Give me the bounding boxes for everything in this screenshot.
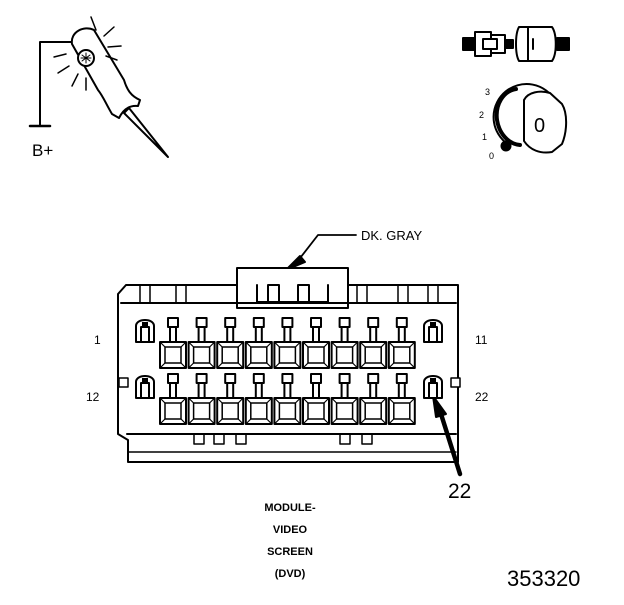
terminal-latch-top-left	[135, 319, 155, 343]
terminal-cavity-top-1	[159, 317, 187, 369]
ignition-position-2: 2	[479, 110, 485, 120]
pin-label-12: 12	[86, 390, 100, 404]
ignition-position-0: 0	[489, 151, 495, 161]
fuse-removed-icon	[462, 26, 570, 62]
terminal-cavity-top-8	[359, 317, 388, 369]
terminal-cavity-bottom-9	[387, 373, 416, 425]
terminal-cavity-top-9	[387, 317, 416, 369]
pin-label-11: 11	[475, 333, 488, 347]
terminal-cavity-bottom-5	[273, 373, 302, 425]
terminal-latch-bottom-left	[135, 375, 155, 399]
component-name-line-3: SCREEN	[267, 546, 313, 558]
ignition-position-3: 3	[485, 87, 491, 97]
terminal-callout-label: 22	[448, 480, 472, 503]
component-name-line-1: MODULE-	[264, 502, 316, 514]
component-name: MODULE- VIDEO SCREEN (DVD)	[230, 497, 350, 585]
ignition-key-label: 0	[534, 115, 546, 137]
terminal-cavity-top-2	[187, 317, 216, 369]
terminal-cavity-bottom-8	[359, 373, 388, 425]
terminal-cavity-bottom-6	[302, 373, 330, 425]
component-name-line-4: (DVD)	[274, 568, 306, 580]
terminal-22-callout-arrow	[432, 395, 463, 477]
terminal-cavity-top-7	[330, 317, 359, 369]
terminal-cavity-top-6	[302, 317, 330, 369]
terminal-cavity-bottom-2	[187, 373, 216, 425]
pin-label-1: 1	[94, 333, 101, 347]
terminal-cavity-top-4	[244, 317, 273, 369]
terminal-latch-top-right	[423, 319, 443, 343]
ignition-position-1: 1	[482, 132, 488, 142]
ignition-key-off-icon	[492, 83, 568, 154]
terminal-cavity-bottom-1	[159, 373, 187, 425]
component-name-line-2: VIDEO	[272, 524, 308, 536]
pin-label-22: 22	[475, 390, 489, 404]
terminal-cavity-bottom-3	[216, 373, 245, 425]
terminal-cavity-bottom-4	[244, 373, 273, 425]
wire-color-leader	[285, 234, 357, 271]
test-light-probe-icon	[28, 16, 169, 158]
b-plus-label: B+	[32, 141, 54, 160]
figure-number: 353320	[507, 566, 581, 591]
wire-color-label: DK. GRAY	[361, 228, 423, 243]
terminal-latch-bottom-right	[423, 375, 443, 399]
terminal-cavity-top-3	[216, 317, 245, 369]
terminal-cavity-top-5	[273, 317, 302, 369]
terminal-cavities	[135, 317, 443, 425]
terminal-cavity-bottom-7	[330, 373, 359, 425]
